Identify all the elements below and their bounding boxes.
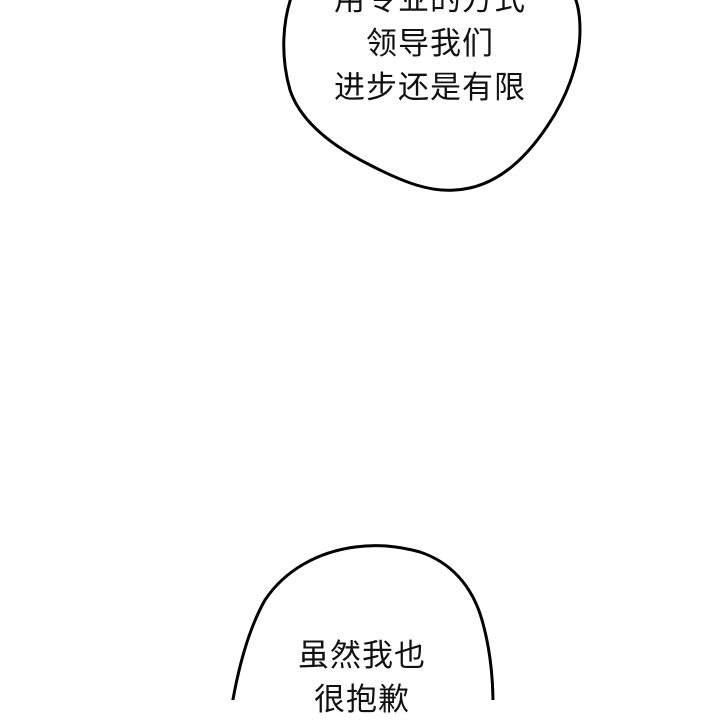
top-bubble-text: 用专业的方式 领导我们 进步还是有限: [300, 0, 560, 110]
top-bubble-line-2: 领导我们: [366, 26, 494, 62]
bottom-bubble-text: 虽然我也 很抱歉: [262, 634, 462, 722]
top-speech-bubble: [282, 0, 582, 192]
bottom-speech-bubble: [231, 544, 495, 700]
bottom-bubble-line-1: 虽然我也: [298, 638, 426, 674]
top-bubble-line-3: 进步还是有限: [334, 70, 526, 106]
bottom-bubble-line-2: 很抱歉: [314, 682, 410, 718]
comic-panel: 用专业的方式 领导我们 进步还是有限 虽然我也 很抱歉: [231, 0, 582, 718]
speech-bubbles-layer: [231, 0, 582, 700]
top-bubble-line-1: 用专业的方式: [334, 0, 526, 18]
